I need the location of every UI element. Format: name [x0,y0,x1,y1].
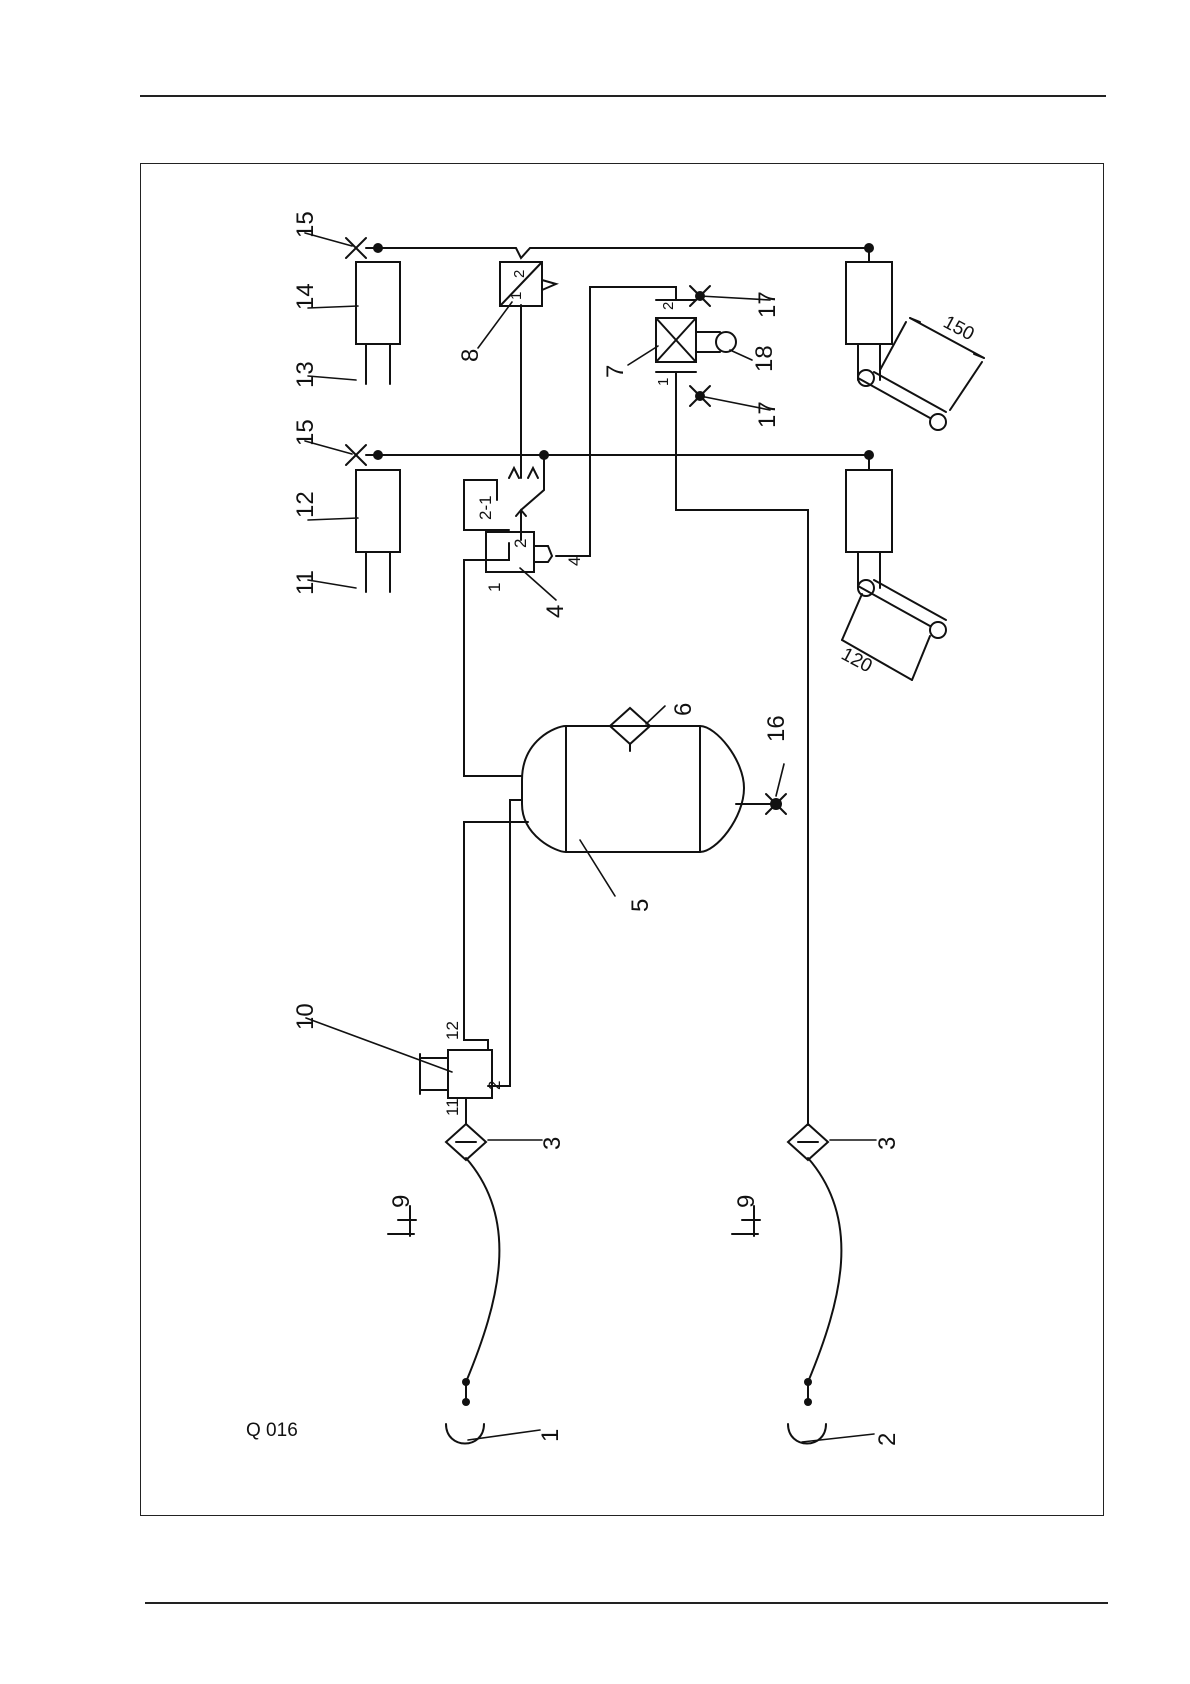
figure-code: Q 016 [246,1420,298,1441]
air-tank-5 [522,726,744,852]
coupling-1 [446,1424,484,1444]
label-4: 4 [542,605,569,618]
label-12: 12 [292,491,319,518]
label-6: 6 [670,703,697,716]
label-5: 5 [627,899,654,912]
label-17b: 17 [754,401,781,428]
label-17a: 17 [754,291,781,318]
label-8: 8 [457,349,484,362]
port-pilot-2-1: 2-1 [476,495,495,520]
label-15b: 15 [292,419,319,446]
port-4-1: 1 [485,583,504,592]
cylinder-12 [356,470,400,592]
port-8-2: 2 [511,270,528,278]
port-7-1: 1 [655,378,672,386]
filter-3a [446,1124,486,1160]
port-10-11: 11 [443,1098,462,1116]
relay-valve-4 [486,468,552,572]
label-15a: 15 [292,211,319,238]
port-4-4: 4 [565,557,584,566]
label-1: 1 [537,1429,564,1442]
label-18: 18 [751,345,778,372]
label-16: 16 [763,715,790,742]
label-11: 11 [292,570,319,595]
filter-3b [788,1124,828,1160]
test-point-17 [690,286,710,406]
port-7-2: 2 [660,302,677,310]
silencer-6 [610,708,650,744]
cylinder-14 [356,262,400,384]
dimension-150: 150 [940,312,978,345]
port-10-12: 12 [443,1021,462,1040]
junction-dots [373,243,874,1406]
label-9b: 9 [733,1195,760,1208]
rotated-labels: 15 14 13 15 12 11 8 7 17 17 18 4 6 16 5 … [246,211,978,1446]
ground-symbol-9a [388,1206,416,1236]
label-13: 13 [292,361,319,388]
cylinder-right-lower [846,470,892,588]
valve-10 [420,1050,492,1098]
label-2: 2 [874,1433,901,1446]
label-3b: 3 [874,1137,901,1150]
ground-symbol-9b [732,1206,760,1236]
label-7: 7 [602,365,629,378]
label-10: 10 [292,1003,319,1030]
label-14: 14 [292,283,319,310]
label-3a: 3 [539,1137,566,1150]
pipes [366,248,869,1402]
